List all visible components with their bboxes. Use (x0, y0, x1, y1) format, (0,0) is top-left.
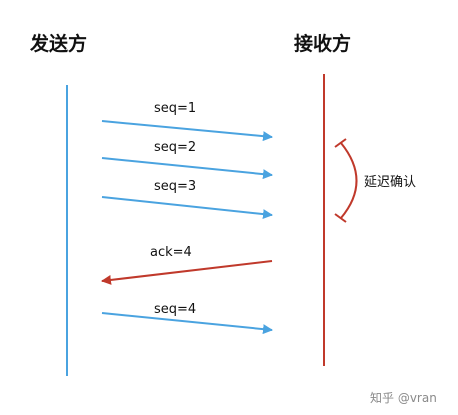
message-arrow-5 (101, 312, 273, 335)
message-label-1: seq=1 (154, 101, 196, 116)
receiver-title: 接收方 (294, 32, 351, 55)
watermark: 知乎 @vran (370, 391, 437, 405)
message-arrow-1 (101, 120, 273, 142)
message-arrow-4 (101, 260, 273, 285)
message-label-3: seq=3 (154, 179, 196, 194)
message-label-2: seq=2 (154, 140, 196, 155)
message-label-4: ack=4 (150, 245, 192, 260)
delay-bracket (334, 138, 358, 223)
sender-title: 发送方 (29, 32, 87, 55)
message-arrow-3 (101, 196, 273, 220)
messages-group: seq=1 seq=2 seq=3 ack=4 seq=4 (101, 101, 273, 335)
message-label-5: seq=4 (154, 302, 196, 317)
message-arrow-2 (101, 157, 273, 180)
delay-label: 延迟确认 (364, 175, 416, 190)
